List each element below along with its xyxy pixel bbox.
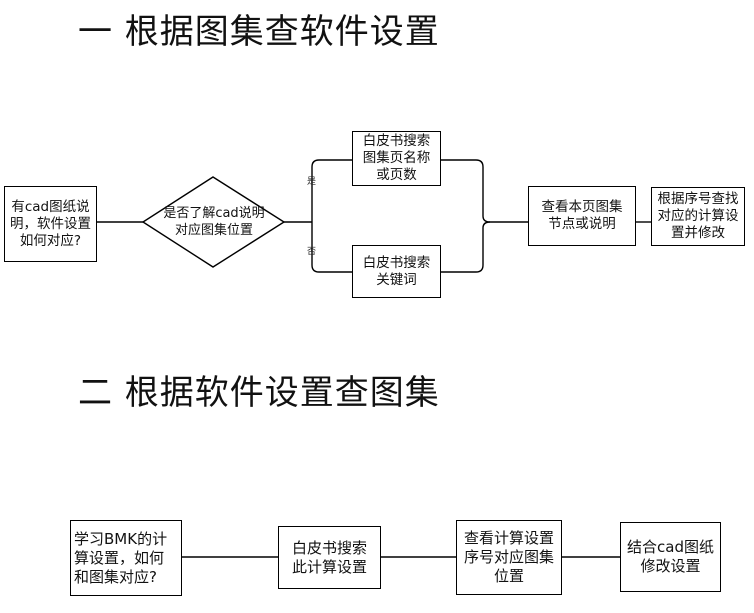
start-box-label: 有cad图纸说 明，软件设置 如何对应?: [10, 198, 91, 249]
no-box-label: 白皮书搜索 关键词: [362, 254, 431, 288]
section1-title: 一 根据图集查软件设置: [78, 12, 440, 52]
yes-box-label: 白皮书搜索 图集页名称 或页数: [362, 133, 431, 183]
step1-box-label: 学习BMK的计 算设置，如何 和图集对应?: [74, 529, 168, 586]
yes-label: 是: [307, 177, 317, 187]
end-box: 根据序号查找 对应的计算设 置并修改: [651, 187, 745, 246]
step4-box: 结合cad图纸 修改设置: [620, 522, 721, 592]
no-box: 白皮书搜索 关键词: [352, 245, 441, 298]
step1-box: 学习BMK的计 算设置，如何 和图集对应?: [70, 520, 182, 596]
edge-yes-branch: [311, 159, 352, 222]
step3-box-label: 查看计算设置 序号对应图集 位置: [463, 529, 554, 585]
edge-no-branch: [311, 222, 352, 273]
end-box-label: 根据序号查找 对应的计算设 置并修改: [657, 191, 739, 241]
decision-diamond: [141, 176, 286, 268]
decision-label: 是否了解cad说明 对应图集位置: [163, 206, 265, 238]
step3-box: 查看计算设置 序号对应图集 位置: [456, 520, 562, 595]
edge-yes-to-merge: [441, 159, 484, 216]
yes-box: 白皮书搜索 图集页名称 或页数: [352, 131, 441, 186]
section2-title: 二 根据软件设置查图集: [78, 373, 440, 413]
step2-box: 白皮书搜索 此计算设置: [278, 526, 381, 589]
step4-box-label: 结合cad图纸 修改设置: [627, 538, 714, 575]
step2-box-label: 白皮书搜索 此计算设置: [291, 538, 367, 576]
no-label: 否: [307, 247, 317, 257]
edge-no-to-merge: [441, 228, 484, 273]
start-box: 有cad图纸说 明，软件设置 如何对应?: [4, 186, 97, 262]
merge-box: 查看本页图集 节点或说明: [528, 186, 636, 246]
edge-merge-join: [482, 215, 528, 223]
merge-box-label: 查看本页图集 节点或说明: [541, 199, 623, 232]
